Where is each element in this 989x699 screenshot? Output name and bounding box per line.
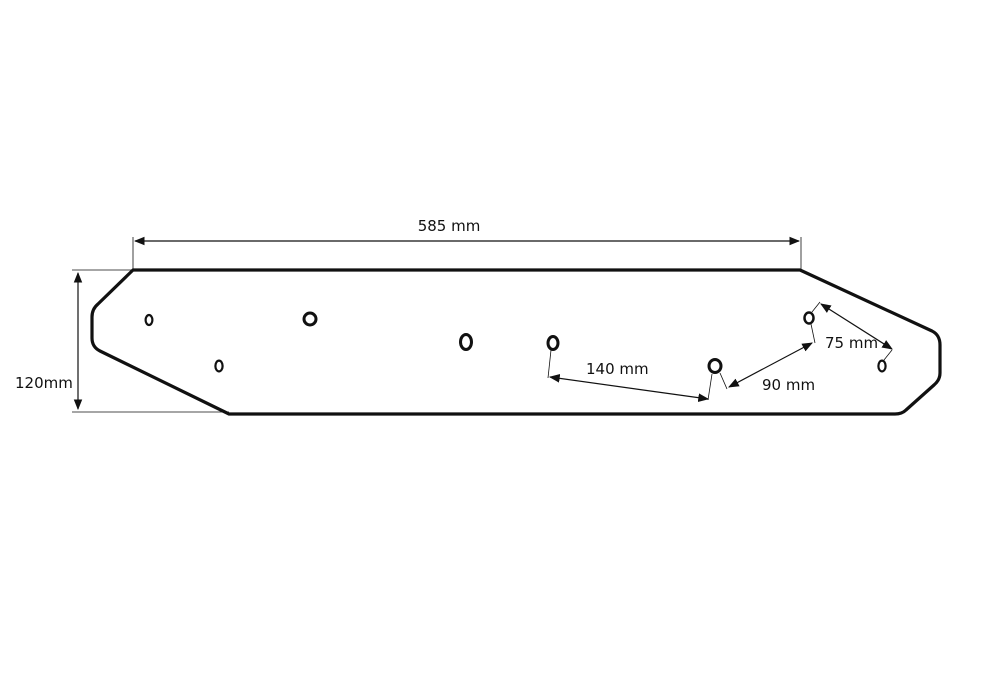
plate-outline bbox=[90, 268, 942, 416]
hole-1 bbox=[144, 313, 154, 327]
spacing-75-label: 75 mm bbox=[825, 334, 878, 352]
spacing-140-dimension: 140 mm bbox=[547, 349, 713, 402]
length-label: 585 mm bbox=[418, 217, 481, 235]
length-dimension: 585 mm bbox=[132, 217, 802, 270]
hole-5 bbox=[546, 335, 560, 351]
hole-4 bbox=[459, 333, 473, 351]
hole-8 bbox=[877, 359, 887, 373]
hole-3 bbox=[302, 311, 318, 327]
spacing-90-dimension: 90 mm bbox=[719, 323, 816, 394]
spacing-140-label: 140 mm bbox=[586, 360, 649, 378]
spacing-90-label: 90 mm bbox=[762, 376, 815, 394]
mounting-holes bbox=[144, 311, 887, 374]
hole-2 bbox=[214, 359, 224, 373]
height-dimension: 120mm bbox=[15, 269, 229, 413]
hole-6 bbox=[707, 358, 723, 374]
height-label: 120mm bbox=[15, 374, 73, 392]
hole-7 bbox=[803, 311, 815, 325]
spacing-75-dimension: 75 mm bbox=[811, 301, 893, 361]
